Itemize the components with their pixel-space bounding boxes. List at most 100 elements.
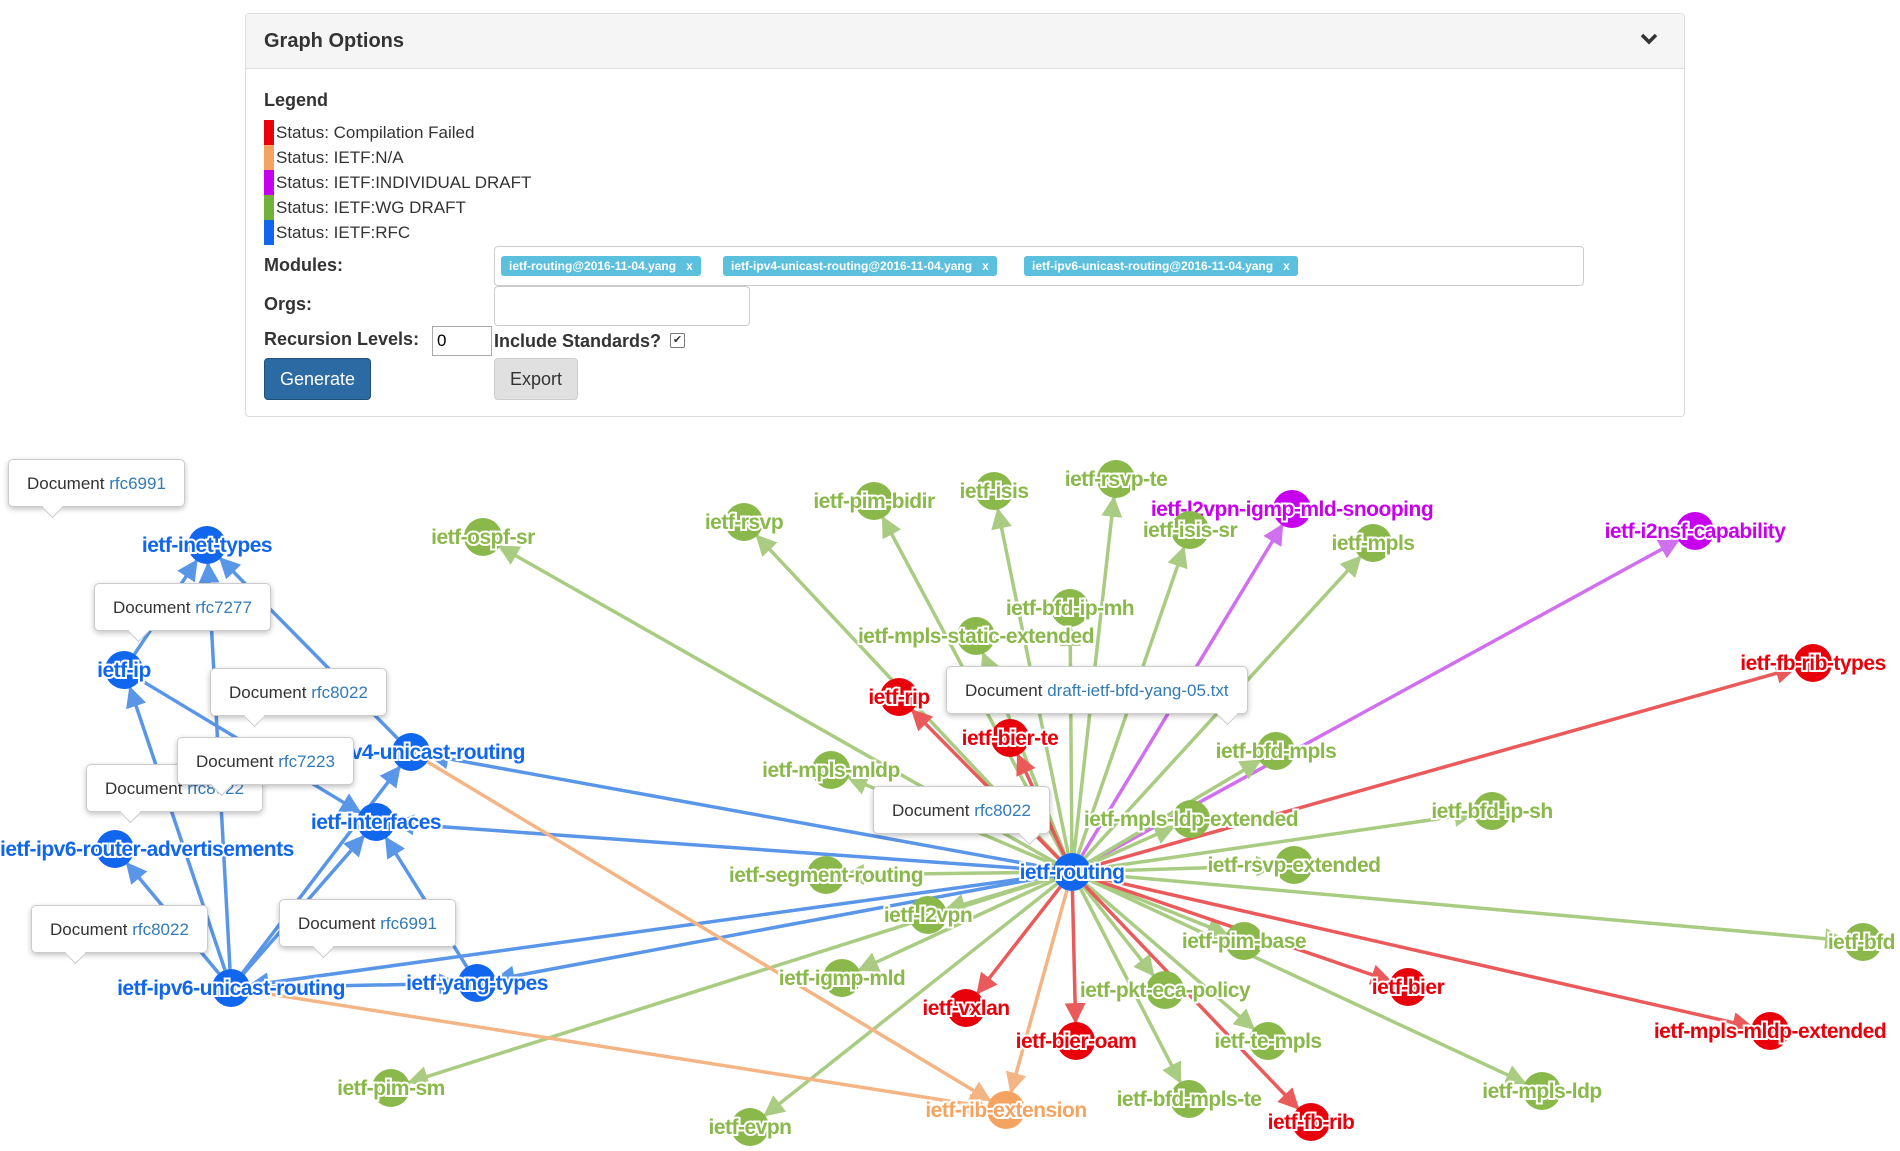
graph-node[interactable]: ietf-mpls-ldp-extended — [1082, 800, 1301, 838]
graph-node[interactable]: ietf-l2vpn — [882, 896, 975, 934]
graph-node[interactable]: ietf-bfd — [1826, 923, 1898, 961]
node-circle[interactable] — [1751, 1012, 1789, 1050]
graph-node[interactable]: ietf-bfd-mpls-te — [1115, 1080, 1264, 1118]
node-circle[interactable] — [1249, 1022, 1287, 1060]
graph-node[interactable]: ietf-rsvp-te — [1063, 460, 1170, 498]
node-label[interactable]: ietf-pim-base — [1180, 928, 1309, 955]
node-label[interactable]: ietf-bier-oam — [1014, 1028, 1139, 1055]
node-label[interactable]: ietf-pim-bidir — [811, 488, 937, 515]
document-link[interactable]: rfc7223 — [278, 752, 335, 771]
node-circle[interactable] — [947, 989, 985, 1027]
node-label[interactable]: ietf-mpls-ldp-extended — [1082, 806, 1301, 833]
node-label[interactable]: ietf-interfaces — [309, 809, 444, 836]
graph-node[interactable]: ietf-inet-types — [140, 526, 275, 564]
remove-tag-button[interactable]: x — [1283, 259, 1290, 273]
node-circle[interactable] — [1257, 732, 1295, 770]
graph-node[interactable]: ietf-i2nsf-capability — [1603, 512, 1789, 550]
node-label[interactable]: ietf-routing — [1018, 859, 1127, 886]
node-circle[interactable] — [1292, 1103, 1330, 1141]
graph-node[interactable]: ietf-igmp-mld — [777, 959, 908, 997]
node-label[interactable]: ietf-te-mpls — [1212, 1028, 1324, 1055]
node-label[interactable]: ietf-yang-types — [404, 970, 550, 997]
graph-node[interactable]: ietf-rsvp — [703, 503, 786, 541]
node-label[interactable]: ietf-bfd — [1826, 929, 1898, 956]
graph-node[interactable]: ietf-vxlan — [920, 989, 1012, 1027]
node-circle[interactable] — [188, 526, 226, 564]
graph-node[interactable]: ietf-mpls-ldp — [1480, 1072, 1604, 1110]
document-link[interactable]: rfc8022 — [132, 920, 189, 939]
graph-node[interactable]: ietf-evpn — [706, 1108, 794, 1146]
node-label[interactable]: ietf-inet-types — [140, 532, 275, 559]
node-label[interactable]: ietf-rsvp — [703, 509, 786, 536]
document-link[interactable]: rfc7277 — [195, 598, 252, 617]
chevron-down-icon[interactable] — [1636, 26, 1662, 52]
graph-node[interactable]: ietf-pim-sm — [335, 1069, 447, 1107]
node-circle[interactable] — [1146, 971, 1184, 1009]
node-circle[interactable] — [1170, 1080, 1208, 1118]
node-circle[interactable] — [1097, 460, 1135, 498]
graph-node[interactable]: ietf-bier-te — [960, 719, 1061, 757]
node-label[interactable]: ietf-vxlan — [920, 995, 1012, 1022]
graph-node[interactable]: ietf-interfaces — [309, 803, 444, 841]
node-label[interactable]: ietf-pim-sm — [335, 1075, 447, 1102]
graph-node[interactable]: ietf-te-mpls — [1212, 1022, 1324, 1060]
node-circle[interactable] — [725, 503, 763, 541]
graph-node[interactable]: ietf-bfd-mpls — [1214, 732, 1339, 770]
graph-node[interactable]: ietf-ipv6-router-advertisements — [0, 830, 296, 868]
node-circle[interactable] — [1389, 968, 1427, 1006]
node-circle[interactable] — [975, 472, 1013, 510]
graph-node[interactable]: ietf-pim-base — [1180, 922, 1309, 960]
graph-node[interactable]: ietf-ipv6-unicast-routing — [115, 969, 347, 1007]
node-circle[interactable] — [1676, 512, 1714, 550]
document-link[interactable]: rfc6991 — [109, 474, 166, 493]
node-label[interactable]: ietf-mpls — [1329, 530, 1417, 557]
graph-node[interactable]: ietf-mpls-mldp — [760, 751, 902, 789]
graph-node[interactable]: ietf-bier — [1370, 968, 1447, 1006]
node-circle[interactable] — [731, 1108, 769, 1146]
node-circle[interactable] — [96, 830, 134, 868]
panel-header[interactable]: Graph Options — [246, 14, 1684, 69]
graph-node[interactable]: ietf-fb-rib-types — [1738, 644, 1888, 682]
node-label[interactable]: ietf-rsvp-extended — [1205, 852, 1383, 879]
graph-node[interactable]: ietf-rip — [866, 678, 932, 716]
node-circle[interactable] — [1053, 853, 1091, 891]
node-circle[interactable] — [1171, 511, 1209, 549]
graph-node[interactable]: ietf-mpls-static-extended — [856, 617, 1097, 655]
remove-tag-button[interactable]: x — [982, 259, 989, 273]
graph-node[interactable]: ietf-fb-rib — [1266, 1103, 1357, 1141]
orgs-input[interactable] — [494, 286, 750, 326]
node-label[interactable]: ietf-fb-rib — [1266, 1109, 1357, 1136]
node-label[interactable]: ietf-l2vpn — [882, 902, 975, 929]
node-label[interactable]: ietf-ip — [95, 657, 153, 684]
node-label[interactable]: ietf-bfd-mpls-te — [1115, 1086, 1264, 1113]
node-circle[interactable] — [458, 964, 496, 1002]
node-label[interactable]: ietf-bfd-mpls — [1214, 738, 1339, 765]
node-label[interactable]: ietf-bier — [1370, 974, 1447, 1001]
node-label[interactable]: ietf-ospf-sr — [429, 524, 537, 551]
node-label[interactable]: ietf-rip — [866, 684, 932, 711]
graph-node[interactable]: ietf-isis-sr — [1141, 511, 1240, 549]
node-label[interactable]: ietf-isis-sr — [1141, 517, 1240, 544]
node-circle[interactable] — [1523, 1072, 1561, 1110]
node-circle[interactable] — [372, 1069, 410, 1107]
graph-node[interactable]: ietf-mpls — [1329, 524, 1417, 562]
node-circle[interactable] — [392, 733, 430, 771]
remove-tag-button[interactable]: x — [686, 259, 693, 273]
node-circle[interactable] — [991, 719, 1029, 757]
document-link[interactable]: rfc8022 — [974, 801, 1031, 820]
node-circle[interactable] — [1057, 1022, 1095, 1060]
graph-node[interactable]: ietf-isis — [957, 472, 1031, 510]
graph-node[interactable]: ietf-segment-routing — [727, 856, 926, 894]
node-circle[interactable] — [464, 518, 502, 556]
graph-node[interactable]: ietf-bfd-ip-mh — [1004, 589, 1137, 627]
graph-node[interactable]: ietf-routing — [1018, 853, 1127, 891]
node-label[interactable]: ietf-bfd-ip-mh — [1004, 595, 1137, 622]
graph-node[interactable]: ietf-rib-extension — [923, 1091, 1089, 1129]
node-circle[interactable] — [812, 751, 850, 789]
graph-node[interactable]: ietf-bier-oam — [1014, 1022, 1139, 1060]
node-circle[interactable] — [1051, 589, 1089, 627]
node-label[interactable]: ietf-evpn — [706, 1114, 794, 1141]
node-circle[interactable] — [909, 896, 947, 934]
graph-node[interactable]: ietf-ip — [95, 651, 153, 689]
